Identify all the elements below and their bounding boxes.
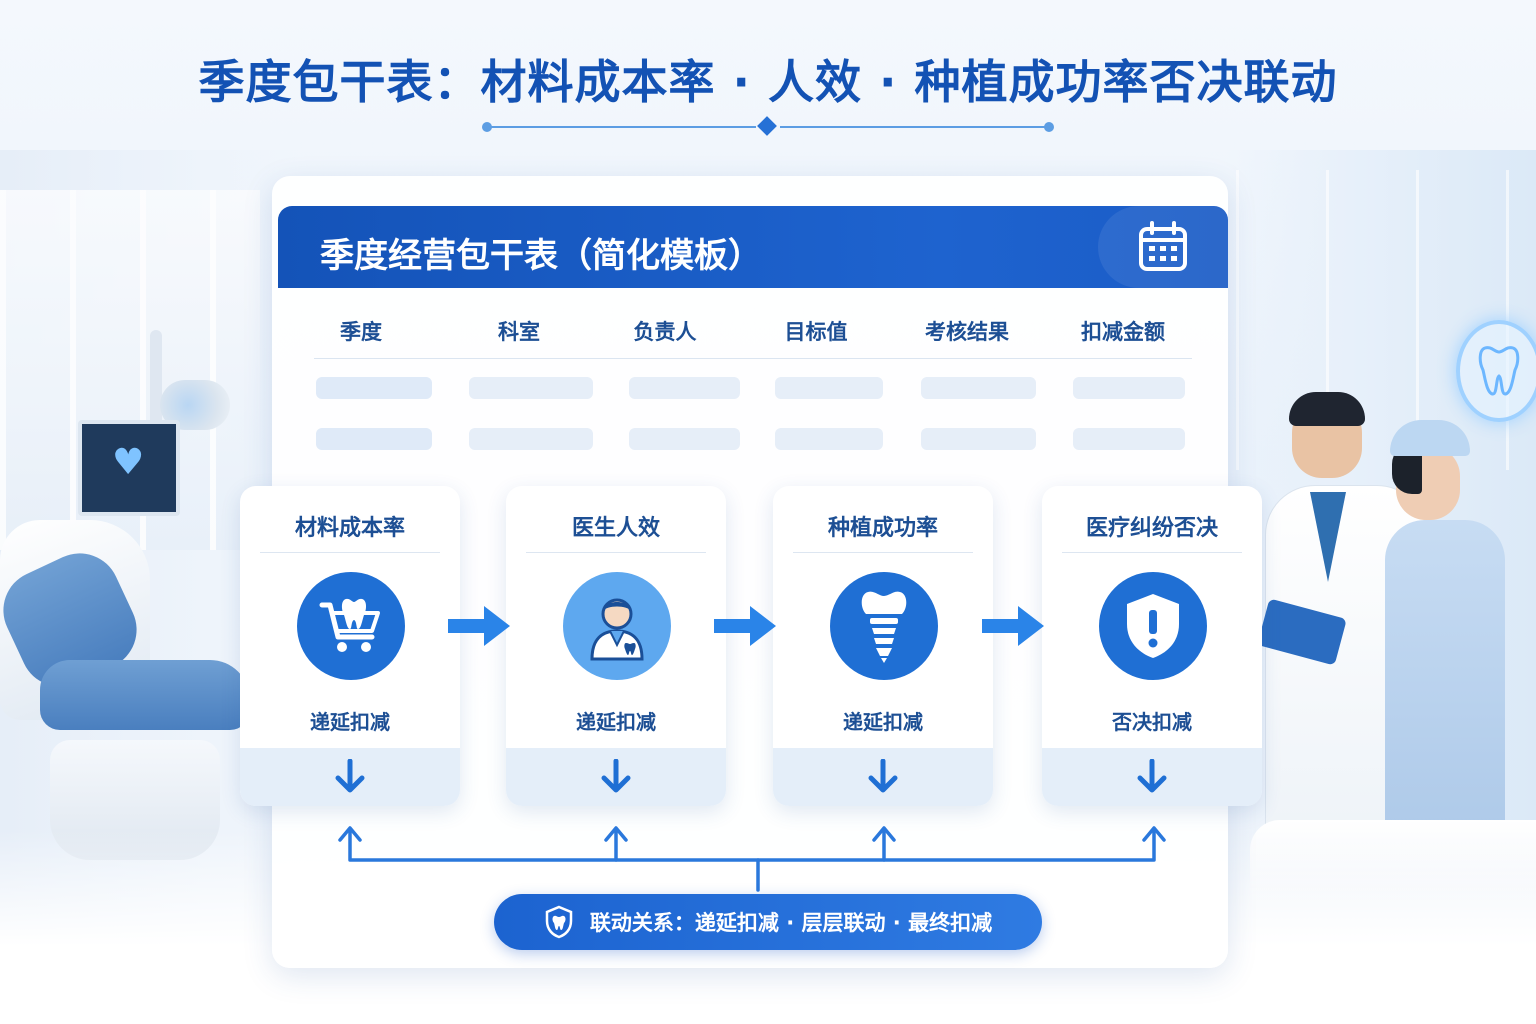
arrow-down-icon <box>868 759 898 793</box>
table-cell-placeholder <box>775 428 883 450</box>
kpi-footer <box>1042 748 1262 806</box>
table-cell-placeholder <box>921 377 1036 399</box>
kpi-label: 递延扣减 <box>310 710 390 734</box>
kpi-icon-badge <box>830 572 938 680</box>
table-cell-placeholder <box>921 428 1036 450</box>
table-cell-placeholder <box>1073 428 1185 450</box>
kpi-title: 种植成功率 <box>827 516 938 541</box>
doctor-icon <box>590 598 644 661</box>
table-cell-placeholder <box>316 428 432 450</box>
calendar-icon <box>1139 221 1187 271</box>
column-header-deduction: 扣减金额 <box>1081 320 1165 344</box>
linkage-banner: 联动关系：递延扣减 · 层层联动 · 最终扣减 <box>494 894 1042 950</box>
kpi-footer <box>773 748 993 806</box>
doctor-hair <box>1289 392 1365 426</box>
kpi-card-implant-success[interactable]: 种植成功率 递延扣减 <box>773 486 993 806</box>
flow-arrow-right-icon <box>448 606 510 646</box>
table-cell-placeholder <box>629 428 740 450</box>
kpi-label: 递延扣减 <box>843 710 923 734</box>
flow-arrow-right-icon <box>714 606 776 646</box>
kpi-footer <box>240 748 460 806</box>
column-header-target: 目标值 <box>784 320 848 344</box>
arrow-down-icon <box>601 759 631 793</box>
nurse-cap <box>1390 420 1470 456</box>
title-decor-line <box>490 126 756 128</box>
kpi-title: 材料成本率 <box>294 516 405 541</box>
calendar-button[interactable] <box>1098 206 1228 288</box>
column-header-quarter: 季度 <box>340 320 382 344</box>
column-header-owner: 负责人 <box>633 320 697 344</box>
shield-alert-icon <box>1127 594 1179 658</box>
clinic-monitor: ♥ <box>78 420 180 516</box>
kpi-divider <box>526 552 706 553</box>
cart-tooth-icon <box>319 598 380 652</box>
kpi-card-dispute-veto[interactable]: 医疗纠纷否决 否决扣减 <box>1042 486 1262 806</box>
kpi-icon-badge <box>1099 572 1207 680</box>
kpi-divider <box>1062 552 1242 553</box>
kpi-label: 否决扣减 <box>1112 710 1192 734</box>
glass-partition <box>1236 170 1536 470</box>
column-header-result: 考核结果 <box>925 320 1009 344</box>
kpi-title: 医疗纠纷否决 <box>1085 516 1218 541</box>
dental-chair-seat <box>40 660 250 730</box>
kpi-label: 递延扣减 <box>576 710 656 734</box>
page-title: 季度包干表：材料成本率 · 人效 · 种植成功率否决联动 <box>198 55 1338 109</box>
table-cell-placeholder <box>775 377 883 399</box>
title-decor-line <box>780 126 1046 128</box>
kpi-card-material-cost[interactable]: 材料成本率 递延扣减 <box>240 486 460 806</box>
kpi-card-doctor-efficiency[interactable]: 医生人效 递延扣减 <box>506 486 726 806</box>
title-decor-dot <box>482 122 492 132</box>
tooth-sign-icon <box>1456 320 1536 422</box>
header-divider <box>314 358 1192 359</box>
implant-icon <box>861 591 907 663</box>
kpi-title: 医生人效 <box>571 516 660 541</box>
table-cell-placeholder <box>469 377 593 399</box>
title-decor-dot <box>1044 122 1054 132</box>
linkage-text: 联动关系：递延扣减 · 层层联动 · 最终扣减 <box>589 911 993 935</box>
shield-tooth-icon <box>545 905 573 939</box>
table-header: 季度经营包干表（简化模板） <box>278 206 1228 288</box>
table-cell-placeholder <box>316 377 432 399</box>
kpi-icon-badge <box>297 572 405 680</box>
kpi-icon-badge <box>563 572 671 680</box>
flow-arrow-right-icon <box>982 606 1044 646</box>
kpi-divider <box>260 552 440 553</box>
title-decor-diamond <box>757 116 777 136</box>
table-cell-placeholder <box>1073 377 1185 399</box>
table-title: 季度经营包干表（简化模板） <box>320 236 762 276</box>
table-cell-placeholder <box>629 377 740 399</box>
column-header-department: 科室 <box>498 320 540 344</box>
arrow-down-icon <box>1137 759 1167 793</box>
kpi-footer <box>506 748 726 806</box>
table-cell-placeholder <box>469 428 593 450</box>
arrow-down-icon <box>335 759 365 793</box>
monitor-tooth-icon: ♥ <box>112 442 145 483</box>
kpi-divider <box>793 552 973 553</box>
